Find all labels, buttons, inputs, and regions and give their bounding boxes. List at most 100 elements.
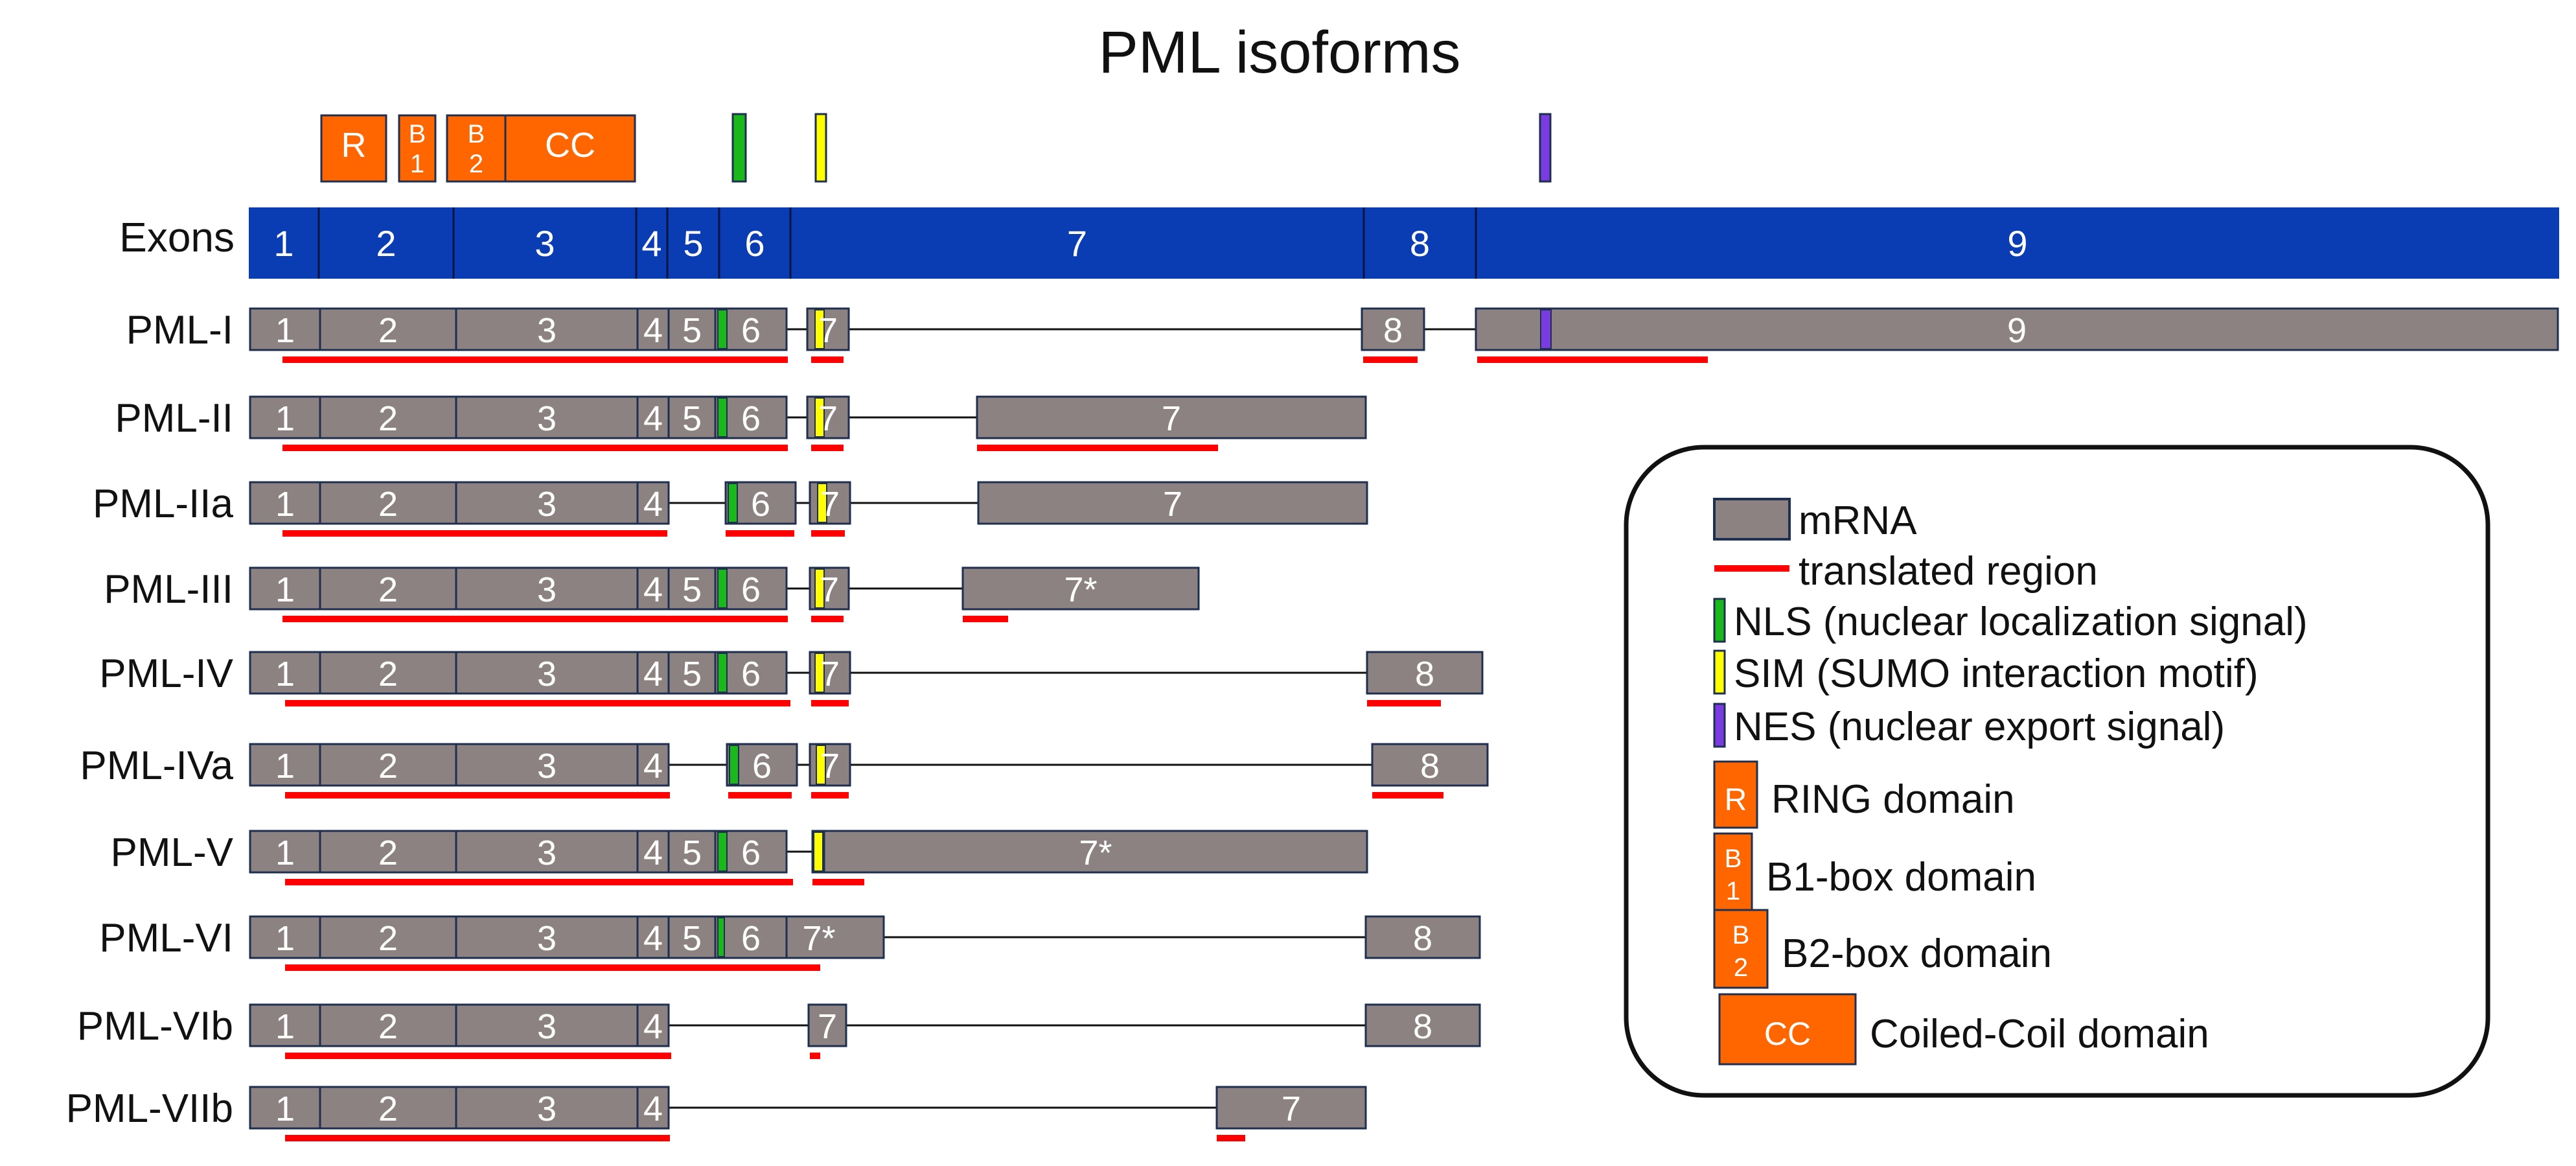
mrna-segment: [455, 395, 639, 439]
segment-label: 6: [741, 570, 761, 609]
translated-region-line: [1477, 356, 1708, 363]
sim-marker: [817, 483, 827, 523]
segment-label: 3: [537, 919, 557, 958]
exon-number: 5: [683, 223, 703, 264]
mrna-segment: [807, 1003, 847, 1047]
segment-label: 7: [820, 655, 840, 694]
nls-marker: [717, 309, 728, 349]
mrna-segment: [636, 1086, 670, 1130]
domain-box-r: [320, 114, 387, 183]
legend-label: RING domain: [1771, 777, 2015, 822]
segment-label: 4: [643, 570, 663, 609]
segment-label: 1: [275, 399, 295, 438]
isoform-name: PML-IVa: [80, 743, 233, 788]
sim-marker: [814, 309, 825, 349]
domain-label: R: [341, 126, 367, 165]
mrna-segment: [1364, 915, 1481, 959]
legend-swatch-translated: [1714, 565, 1789, 572]
segment-label: 1: [275, 1007, 295, 1046]
segment-label: 3: [537, 655, 557, 694]
diagram-title: PML isoforms: [1099, 19, 1461, 86]
segment-label: 4: [643, 747, 663, 786]
mrna-segment: [806, 307, 850, 351]
segment-label: 7*: [802, 919, 835, 958]
mrna-segment: [249, 566, 321, 611]
domain-box-b1: [398, 114, 437, 183]
segment-label: 6: [741, 655, 761, 694]
translated-region-line: [1363, 356, 1418, 363]
segment-label: 3: [537, 399, 557, 438]
segment-label: 3: [537, 1090, 557, 1128]
domain-box-b2: [446, 114, 507, 183]
legend-swatch-b1: [1713, 832, 1753, 913]
sim-marker: [814, 113, 827, 183]
segment-label: 8: [1383, 311, 1403, 350]
nls-marker: [717, 397, 728, 437]
legend-swatch-text: 1: [1726, 877, 1740, 905]
mrna-segment: [806, 395, 850, 439]
exon-number: 6: [744, 223, 765, 264]
exon-number: 4: [641, 223, 661, 264]
legend-label: NLS (nuclear localization signal): [1734, 600, 2308, 644]
translated-region-line: [285, 1053, 671, 1059]
legend-label: translated region: [1799, 549, 2098, 594]
segment-label: 7*: [1064, 570, 1097, 609]
segment-label: 3: [537, 834, 557, 872]
mrna-segment: [1371, 743, 1489, 787]
translated-region-line: [963, 616, 1008, 622]
mrna-segment: [249, 1003, 321, 1047]
segment-label: 3: [537, 485, 557, 524]
segment-label: 6: [752, 747, 772, 786]
segment-label: 2: [378, 1090, 398, 1128]
segment-label: 5: [682, 655, 702, 694]
isoform-name: PML-VIIb: [66, 1086, 233, 1131]
mrna-segment: [1364, 1003, 1481, 1047]
segment-label: 3: [537, 570, 557, 609]
segment-label: 1: [275, 311, 295, 350]
mrna-segment: [319, 395, 457, 439]
segment-label: 4: [643, 919, 663, 958]
segment-label: 7: [818, 399, 838, 438]
mrna-segment: [667, 651, 717, 695]
exon-bar: [249, 207, 2559, 279]
mrna-segment: [319, 307, 457, 351]
segment-label: 7: [818, 1007, 837, 1046]
segment-label: 4: [643, 485, 663, 524]
segment-label: 4: [643, 834, 663, 872]
legend-swatch-cc: [1718, 993, 1857, 1066]
domain-label: CC: [545, 126, 595, 165]
domain-label: 2: [469, 150, 483, 178]
nls-marker: [717, 568, 728, 609]
translated-region-line: [726, 530, 794, 537]
translated-region-line: [811, 616, 844, 622]
translated-region-line: [812, 879, 864, 885]
segment-label: 1: [275, 919, 295, 958]
segment-label: 7: [1162, 399, 1181, 438]
legend-swatch-nls: [1713, 598, 1726, 643]
mrna-segment: [636, 651, 670, 695]
mrna-segment: [319, 743, 457, 787]
domain-label: 1: [410, 150, 424, 178]
mrna-segment: [249, 830, 321, 874]
translated-region-line: [282, 445, 788, 451]
mrna-segment: [319, 566, 457, 611]
translated-region-line: [811, 445, 844, 451]
mrna-segment: [455, 1003, 639, 1047]
mrna-segment: [249, 651, 321, 695]
segment-label: 5: [682, 834, 702, 872]
segment-label: 7: [1163, 485, 1182, 524]
legend-swatch-text: R: [1725, 783, 1747, 817]
exon-number: 7: [1067, 223, 1087, 264]
mrna-segment: [667, 566, 717, 611]
legend-swatch-text: CC: [1764, 1016, 1811, 1052]
mrna-segment: [249, 1086, 321, 1130]
domain-box-cc: [504, 114, 636, 183]
